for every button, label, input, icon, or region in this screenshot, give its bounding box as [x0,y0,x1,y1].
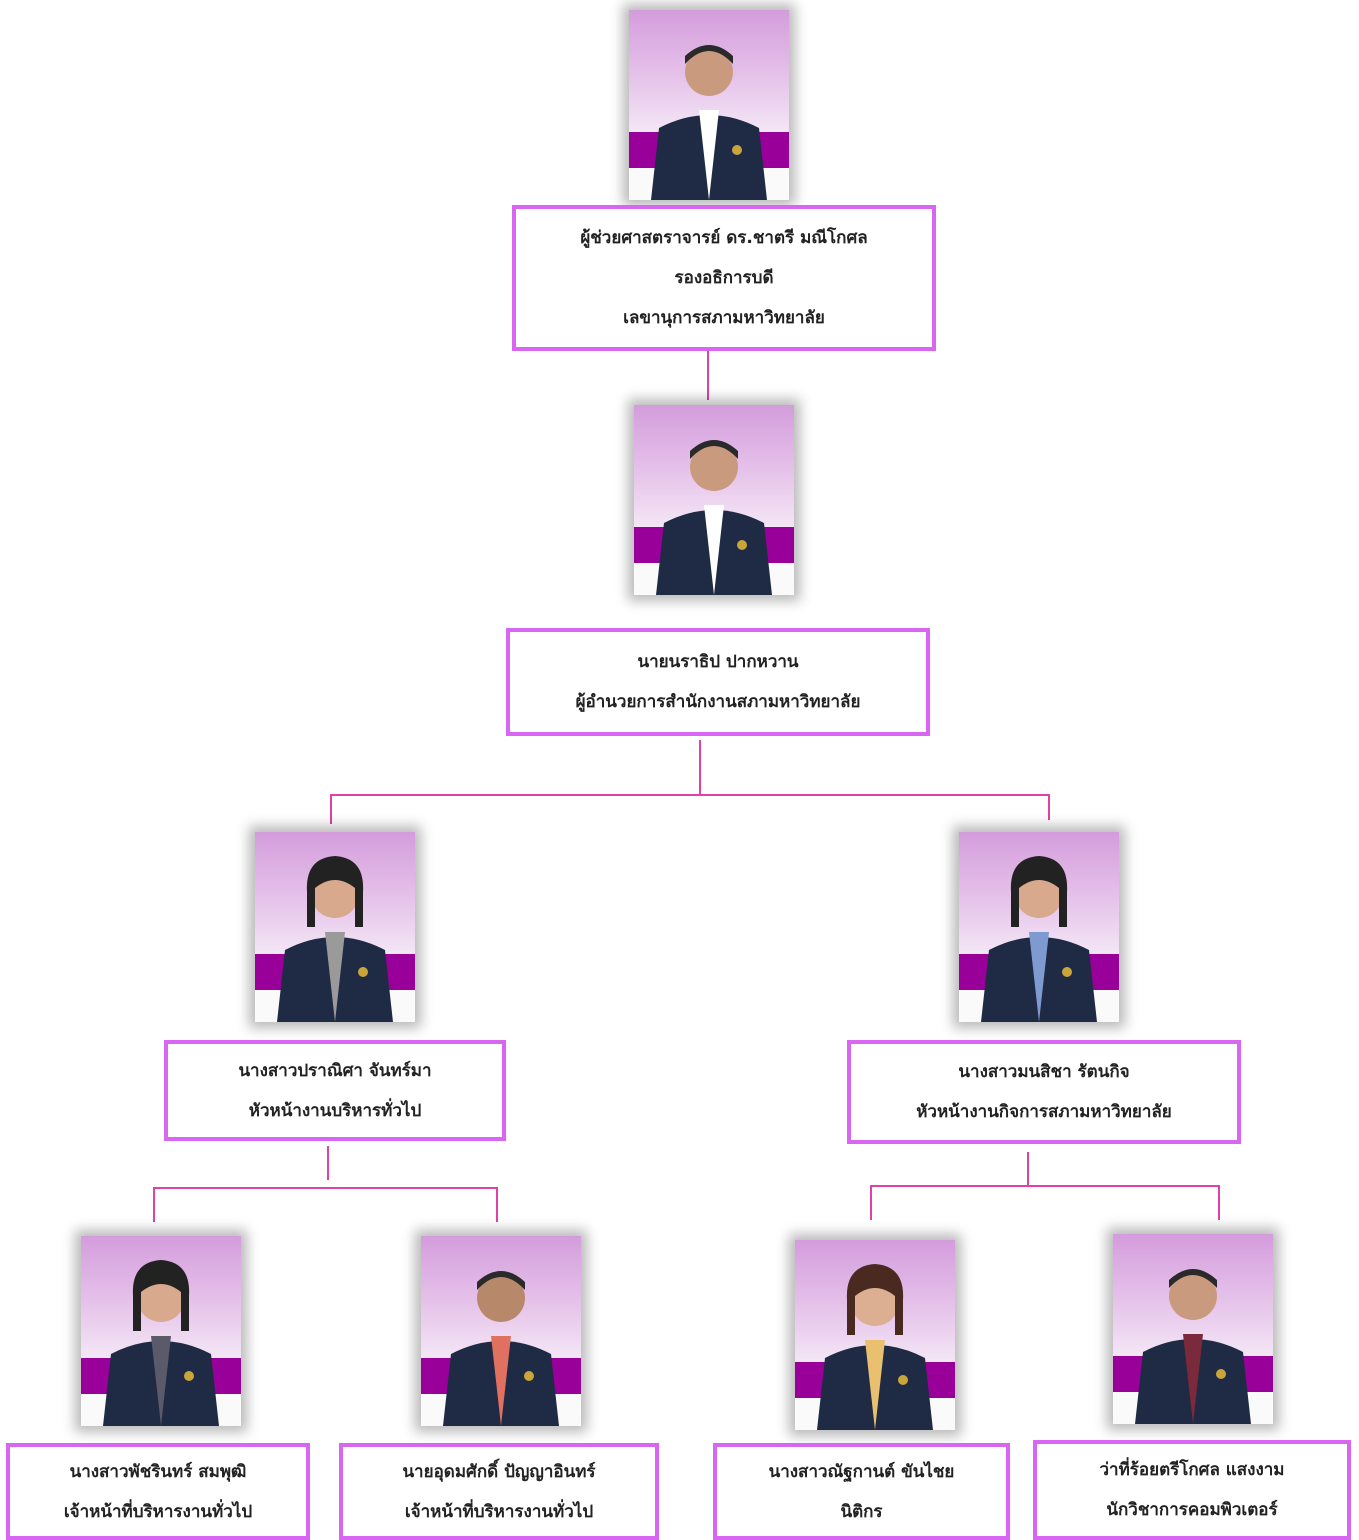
connector-line [1048,794,1050,820]
portrait-photo [421,1236,581,1426]
node-text: ผู้ช่วยศาสตราจารย์ ดร.ชาตรี มณีโกศล [580,228,868,248]
node-text: นางสาวพัชรินทร์ สมพุฒิ [69,1461,247,1482]
org-node-box: นางสาวพัชรินทร์ สมพุฒิ เจ้าหน้าที่บริหาร… [6,1443,310,1540]
connector-line [496,1187,498,1222]
portrait-photo [795,1240,955,1430]
node-text: ว่าที่ร้อยตรีโกศล แสงงาม [1099,1460,1285,1480]
org-node-box: นางสาวปราณิศา จันทร์มา หัวหน้างานบริหารท… [164,1040,506,1141]
node-text: นางสาวณัฐกานต์ ขันไชย [768,1461,955,1482]
node-text: หัวหน้างานบริหารทั่วไป [248,1100,422,1121]
connector-line [1027,1152,1029,1186]
portrait-photo [629,10,789,200]
org-node-box: ว่าที่ร้อยตรีโกศล แสงงาม นักวิชาการคอมพิ… [1033,1440,1351,1540]
node-text: รองอธิการบดี [674,268,774,288]
connector-line [330,794,1050,796]
portrait-photo [1113,1234,1273,1424]
connector-line [707,344,709,400]
org-node-box: นายอุดมศักดิ์ ปัญญาอินทร์ เจ้าหน้าที่บริ… [339,1443,659,1540]
connector-line [153,1187,155,1222]
portrait-photo [81,1236,241,1426]
node-text: เจ้าหน้าที่บริหารงานทั่วไป [404,1501,594,1522]
connector-line [330,794,332,824]
node-text: เลขานุการสภามหาวิทยาลัย [623,308,825,328]
node-text: นายอุดมศักดิ์ ปัญญาอินทร์ [402,1461,596,1482]
connector-line [1218,1185,1220,1220]
node-text: ผู้อำนวยการสำนักงานสภามหาวิทยาลัย [575,692,861,712]
portrait-photo [255,832,415,1022]
org-node-box: นางสาวมนสิชา รัตนกิจ หัวหน้างานกิจการสภา… [847,1040,1241,1144]
org-node-box: นางสาวณัฐกานต์ ขันไชย นิติกร [713,1443,1010,1540]
node-text: เจ้าหน้าที่บริหารงานทั่วไป [63,1501,253,1522]
node-text: หัวหน้างานกิจการสภามหาวิทยาลัย [916,1102,1172,1122]
connector-line [327,1146,329,1180]
portrait-photo [634,405,794,595]
node-text: นางสาวมนสิชา รัตนกิจ [958,1062,1130,1082]
node-text: นายนราธิป ปากหวาน [637,652,799,672]
node-text: นางสาวปราณิศา จันทร์มา [238,1060,432,1081]
connector-line [870,1185,1220,1187]
portrait-photo [959,832,1119,1022]
connector-line [153,1187,498,1189]
node-text: นิติกร [840,1501,883,1522]
connector-line [699,740,701,794]
org-node-box: นายนราธิป ปากหวาน ผู้อำนวยการสำนักงานสภา… [506,628,930,736]
connector-line [870,1185,872,1220]
node-text: นักวิชาการคอมพิวเตอร์ [1106,1500,1278,1520]
org-node-box: ผู้ช่วยศาสตราจารย์ ดร.ชาตรี มณีโกศล รองอ… [512,205,936,351]
